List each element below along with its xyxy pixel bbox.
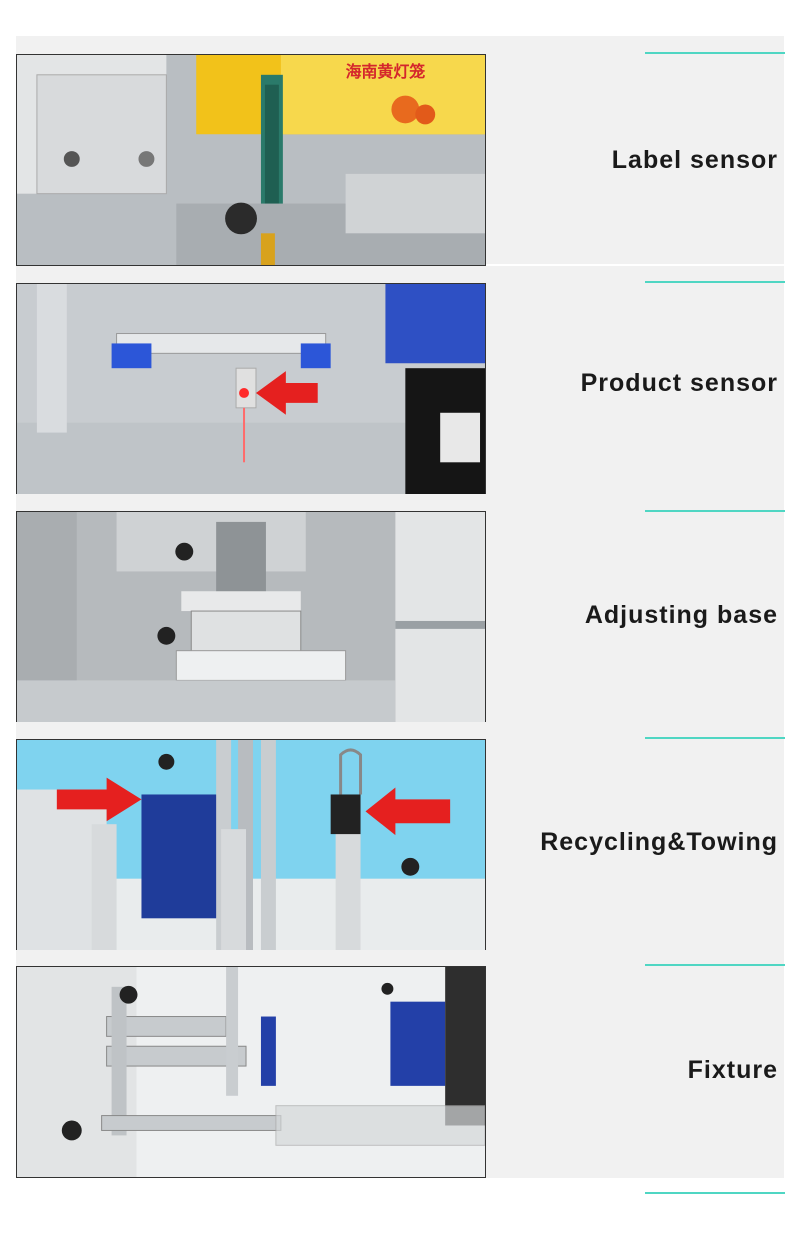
feature-label: Recycling&Towing	[540, 828, 778, 856]
feature-label: Adjusting base	[584, 601, 778, 629]
feature-label: Fixture	[687, 1056, 778, 1084]
adjusting-base-photo	[16, 511, 486, 723]
divider-line	[645, 737, 785, 739]
feature-label: Product sensor	[580, 369, 778, 397]
recycling-towing-photo	[16, 739, 486, 951]
label-banner-text: 海南黄灯笼	[346, 62, 426, 81]
divider-line	[645, 510, 785, 512]
divider-line	[645, 52, 785, 54]
divider-line	[645, 1192, 785, 1194]
fixture-photo	[16, 966, 486, 1178]
divider-line	[645, 281, 785, 283]
arrow-icon	[56, 777, 142, 822]
arrow-icon	[255, 371, 318, 415]
divider-line	[645, 964, 785, 966]
label-sensor-photo: 海南黄灯笼	[16, 54, 486, 266]
feature-label: Label sensor	[611, 146, 778, 174]
product-sensor-photo	[16, 283, 486, 495]
